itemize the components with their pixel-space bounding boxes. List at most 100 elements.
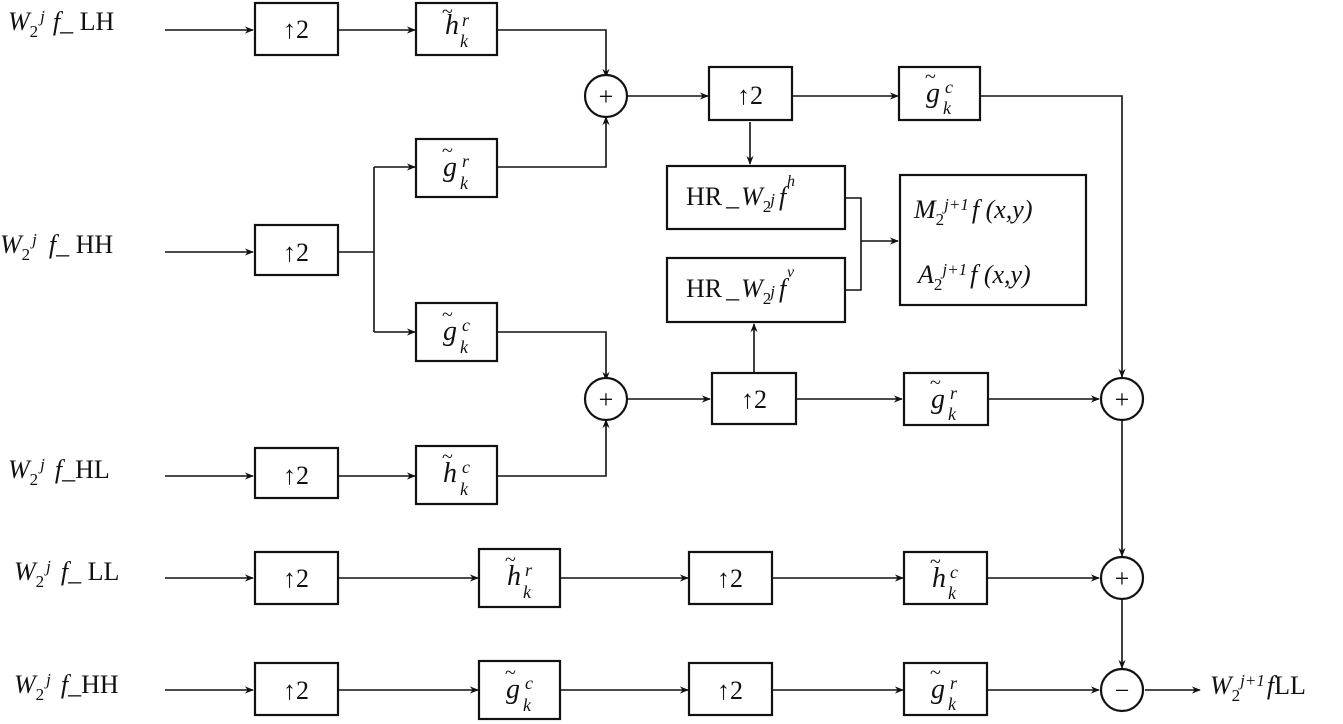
svg-text:g: g [931,384,945,415]
upsample-box-top: ↑2 [707,65,794,122]
svg-text:g: g [931,674,945,705]
upsample-box-ll-second: ↑2 [687,550,774,606]
svg-text:M2j+1f (x,y): M2j+1f (x,y) [913,195,1033,229]
svg-text:c: c [525,673,533,693]
svg-text:↑2: ↑2 [283,461,309,490]
sum-junction-ll: + [1099,555,1145,601]
svg-text:g: g [443,316,457,347]
svg-text:↑2: ↑2 [283,238,309,267]
svg-text:↑2: ↑2 [717,564,743,593]
svg-text:↑2: ↑2 [741,385,767,414]
svg-text:k: k [460,479,469,499]
svg-text:W2j+1fLL: W2j+1fLL [1210,671,1306,705]
svg-text:r: r [950,383,958,403]
svg-text:+: + [1115,385,1130,414]
filter-box-g-r-hh: ~ g r k [414,137,499,199]
svg-text:r: r [462,10,470,30]
wire-gr-to-sum-top [497,116,610,168]
wire-hc-to-sum-mid [497,419,610,477]
svg-text:h: h [445,10,459,41]
upsample-box-ll: ↑2 [253,550,340,606]
svg-text:r: r [525,560,533,580]
svg-text:−: − [1115,676,1130,705]
svg-text:v: v [787,264,795,281]
svg-text:g: g [926,78,940,109]
upsample-box-mid: ↑2 [710,371,798,426]
svg-text:h: h [787,173,795,190]
svg-text:+: + [599,385,614,414]
wire-gc-top-to-sum-right [980,95,1126,378]
svg-text:~: ~ [930,372,941,394]
svg-text:↑2: ↑2 [717,676,743,705]
upsample-box-hl: ↑2 [253,446,340,500]
svg-text:↑2: ↑2 [283,676,309,705]
subtract-junction: − [1099,667,1145,713]
filter-box-h-r-ll: ~ h r k [477,547,562,609]
sum-junction-top: + [583,73,629,119]
svg-text:r: r [462,151,470,171]
svg-text:A2j+1f (x,y): A2j+1f (x,y) [916,260,1031,294]
filter-box-g-r-hh-lower: ~ g r k [902,661,989,717]
sum-junction-right: + [1099,376,1145,422]
filter-box-g-c-hh-lower: ~ g c k [477,659,562,721]
svg-text:k: k [948,404,957,424]
upsample-box-hh-upper: ↑2 [253,223,340,277]
svg-text:~: ~ [442,140,453,162]
svg-text:↑2: ↑2 [283,564,309,593]
svg-text:h: h [443,458,457,489]
svg-text:c: c [462,457,470,477]
svg-text:+: + [599,82,614,111]
svg-text:k: k [943,98,952,118]
svg-text:k: k [460,31,469,51]
filter-box-g-c-hh: ~ g c k [414,301,499,363]
svg-text:k: k [523,582,532,602]
svg-text:g: g [506,674,520,705]
filter-box-h-c-ll: ~ h c k [902,550,989,606]
svg-text:g: g [443,152,457,183]
svg-text:k: k [948,694,957,714]
svg-text:~: ~ [930,551,941,573]
wire-lh-to-sum-top [497,29,610,78]
wire-hr-bracket [845,197,862,291]
svg-text:h: h [507,561,521,592]
svg-text:h: h [932,563,946,594]
filter-box-g-c-top: ~ g c k [897,65,982,122]
upsample-box-hh-lower-second: ↑2 [687,661,774,717]
svg-text:k: k [948,583,957,603]
svg-text:↑2: ↑2 [737,81,763,110]
svg-text:~: ~ [925,66,936,88]
svg-text:k: k [523,695,532,715]
svg-text:~: ~ [442,446,453,468]
svg-text:k: k [460,337,469,357]
upsample-box-lh: ↑2 [253,1,340,57]
filter-box-g-r-mid: ~ g r k [902,371,990,427]
svg-text:c: c [462,315,470,335]
svg-text:+: + [1115,564,1130,593]
svg-text:~: ~ [442,304,453,326]
svg-text:~: ~ [930,662,941,684]
svg-text:↑2: ↑2 [283,15,309,44]
wire-gc-to-sum-mid [497,331,610,381]
svg-text:~: ~ [442,1,453,23]
filter-box-h-c-hl: ~ h c k [414,444,499,506]
sum-junction-mid: + [583,376,629,422]
output-label: W2j+1fLL [1210,671,1306,705]
svg-text:k: k [460,173,469,193]
filter-box-h-r-lh: ~ h r k [414,1,499,57]
